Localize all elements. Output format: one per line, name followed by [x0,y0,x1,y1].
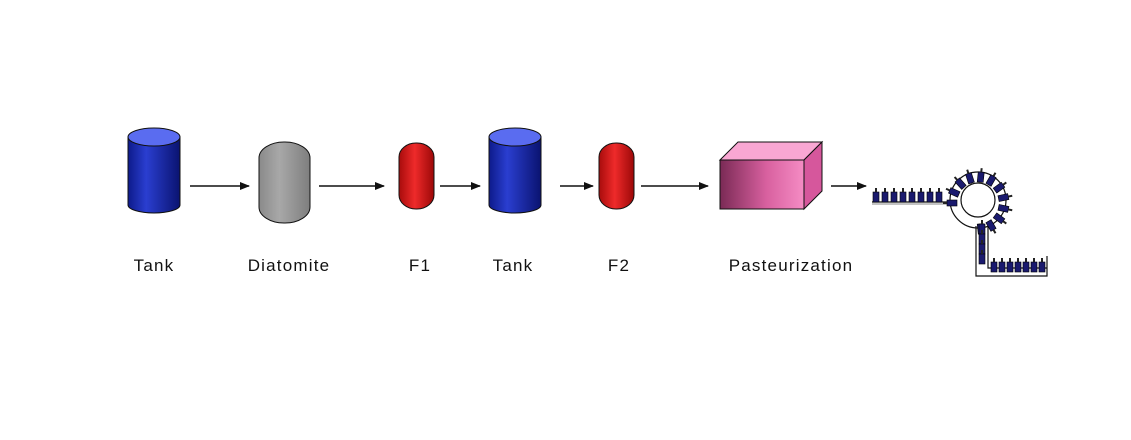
bottle-icon [890,188,898,203]
tank-2-cylinder-icon [488,127,542,214]
bottle-icon [978,250,986,265]
label-tank-2: Tank [492,256,534,275]
bottle-icon [1030,258,1038,273]
pasteurization-box-icon [718,140,824,211]
bottle-icon [917,188,925,203]
bottle-icon [1006,258,1014,273]
rotary-filler-inner [960,182,996,218]
label-f2: F2 [607,256,631,275]
bottle-icon [935,188,943,203]
bottle-icon [965,169,975,185]
bottles-group [872,168,1046,273]
bottle-icon [953,176,967,190]
bottling-line-icon [872,168,1048,277]
tank-1-cylinder-icon [127,127,181,214]
bottle-icon [985,219,997,234]
bottle-icon [872,188,880,203]
label-f1: F1 [408,256,432,275]
bottle-icon [881,188,889,203]
bottle-icon [998,258,1006,273]
bottle-icon [926,188,934,203]
bottle-icon [990,258,998,273]
bottle-icon [899,188,907,203]
bottle-icon [992,212,1007,225]
bottle-icon [985,172,997,187]
bottle-icon [976,168,985,183]
bottle-icon [908,188,916,203]
bottle-icon [997,204,1013,213]
bottle-icon [943,199,958,207]
f2-filter-icon [598,142,635,210]
label-pasteurization: Pasteurization [728,256,854,275]
diatomite-filter-icon [258,141,311,224]
bottle-icon [1014,258,1022,273]
label-diatomite: Diatomite [247,256,331,275]
f1-filter-icon [398,142,435,210]
label-tank-1: Tank [133,256,175,275]
bottle-icon [945,187,961,198]
bottle-icon [1022,258,1030,273]
bottle-icon [1038,258,1046,273]
bottle-icon [992,181,1007,194]
bottle-icon [997,193,1013,202]
